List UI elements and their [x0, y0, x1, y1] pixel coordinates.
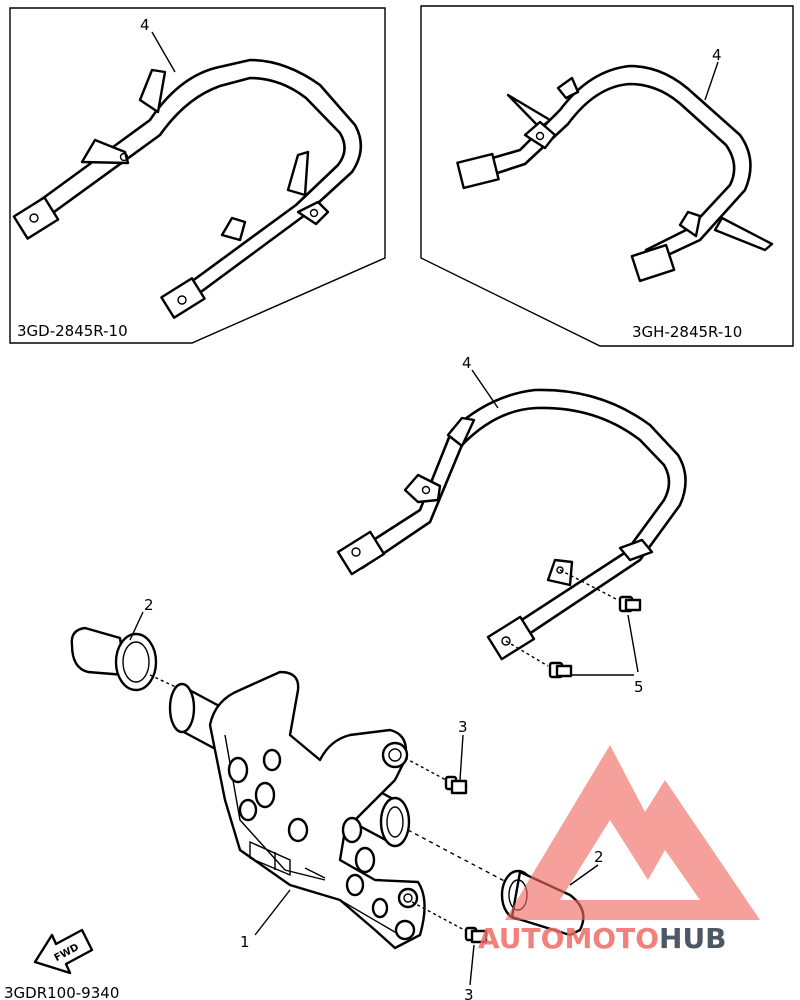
callout-4b: 4 — [712, 46, 722, 64]
watermark-part2: HUB — [659, 922, 727, 955]
callout-2b-leader — [569, 864, 599, 886]
cap-left-axis — [149, 674, 179, 689]
watermark-part1: AUTOMOTO — [478, 922, 659, 955]
bolt-5-lower — [505, 640, 573, 679]
watermark-triangle-icon — [505, 745, 760, 920]
inset-right-frame — [420, 5, 794, 347]
callout-4c-leader — [471, 369, 499, 409]
footer-code: 3GDR100-9340 — [4, 984, 119, 1000]
inset-left: 4 3GD-2845R-10 — [9, 7, 386, 344]
bumper-bracket — [208, 670, 426, 950]
callout-1: 1 — [240, 933, 250, 951]
callout-4c: 4 — [462, 354, 472, 372]
callout-2a: 2 — [144, 596, 154, 614]
inset-left-code: 3GD-2845R-10 — [17, 322, 128, 340]
callout-3a-leader — [459, 734, 464, 781]
watermark-logo: AUTOMOTOHUB — [478, 745, 760, 955]
callout-5-leader-a — [627, 614, 639, 673]
end-cap-left — [70, 626, 158, 692]
svg-text:AUTOMOTOHUB: AUTOMOTOHUB — [478, 922, 727, 955]
callout-3b: 3 — [464, 986, 474, 1000]
callout-2b: 2 — [594, 848, 604, 866]
callout-3a: 3 — [458, 718, 468, 736]
callout-2a-leader — [129, 611, 144, 641]
grab-bar-3gh — [456, 64, 774, 283]
inset-right-code: 3GH-2845R-10 — [632, 323, 742, 341]
inset-left-frame — [9, 7, 386, 344]
bolt-3-upper — [404, 757, 468, 795]
inset-right: 4 3GH-2845R-10 — [420, 5, 794, 347]
callout-4a-leader — [151, 31, 176, 73]
bolt-5-upper — [559, 569, 642, 613]
callout-4b-leader — [704, 61, 719, 101]
grab-bar-3gd — [12, 58, 363, 319]
callout-5: 5 — [634, 678, 644, 696]
fwd-arrow: FWD — [33, 928, 94, 975]
callout-1-leader — [254, 889, 291, 936]
bolt-3-lower — [411, 901, 488, 944]
callout-3b-leader — [469, 944, 475, 986]
callout-4a: 4 — [140, 16, 150, 34]
grab-bar-main — [336, 388, 687, 661]
